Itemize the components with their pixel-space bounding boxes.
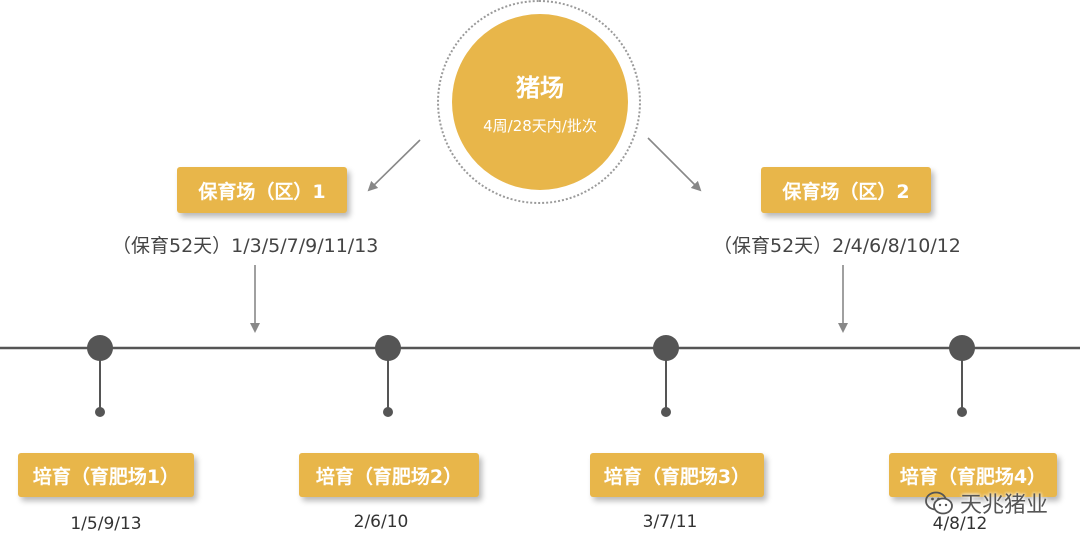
finisher-batches-1: 1/5/9/13 — [70, 514, 142, 534]
finisher-box-4: 培育（育肥场4） — [889, 453, 1057, 497]
hub-circle: 猪场 4周/28天内/批次 — [452, 14, 628, 190]
finisher-batches-4: 4/8/12 — [932, 514, 988, 534]
nursery-note-1: （保育52天）1/3/5/7/9/11/13 — [112, 235, 379, 257]
finisher-box-1: 培育（育肥场1） — [18, 453, 194, 497]
hub-title: 猪场 — [516, 74, 564, 102]
timeline-node-1 — [87, 335, 113, 417]
hub-dotted-ring — [437, 0, 641, 204]
nursery-note-2: （保育52天）2/4/6/8/10/12 — [713, 235, 961, 257]
arrow-hub-to-nursery-2 — [647, 137, 702, 192]
arrow-hub-to-nursery-1 — [367, 139, 421, 192]
watermark: 天兆猪业 — [924, 487, 1048, 519]
finisher-box-2: 培育（育肥场2） — [299, 453, 479, 497]
timeline-node-2 — [375, 335, 401, 417]
hub-subtitle: 4周/28天内/批次 — [483, 117, 597, 135]
watermark-text: 天兆猪业 — [959, 493, 1048, 518]
finisher-batches-2: 2/6/10 — [353, 512, 409, 532]
finisher-box-3: 培育（育肥场3） — [590, 453, 764, 497]
wechat-icon — [925, 491, 953, 515]
finisher-batches-3: 3/7/11 — [642, 512, 698, 532]
nursery-box-2: 保育场（区）2 — [761, 167, 931, 213]
timeline-node-4 — [949, 335, 975, 417]
nursery-box-1: 保育场（区）1 — [177, 167, 347, 213]
timeline-node-3 — [653, 335, 679, 417]
